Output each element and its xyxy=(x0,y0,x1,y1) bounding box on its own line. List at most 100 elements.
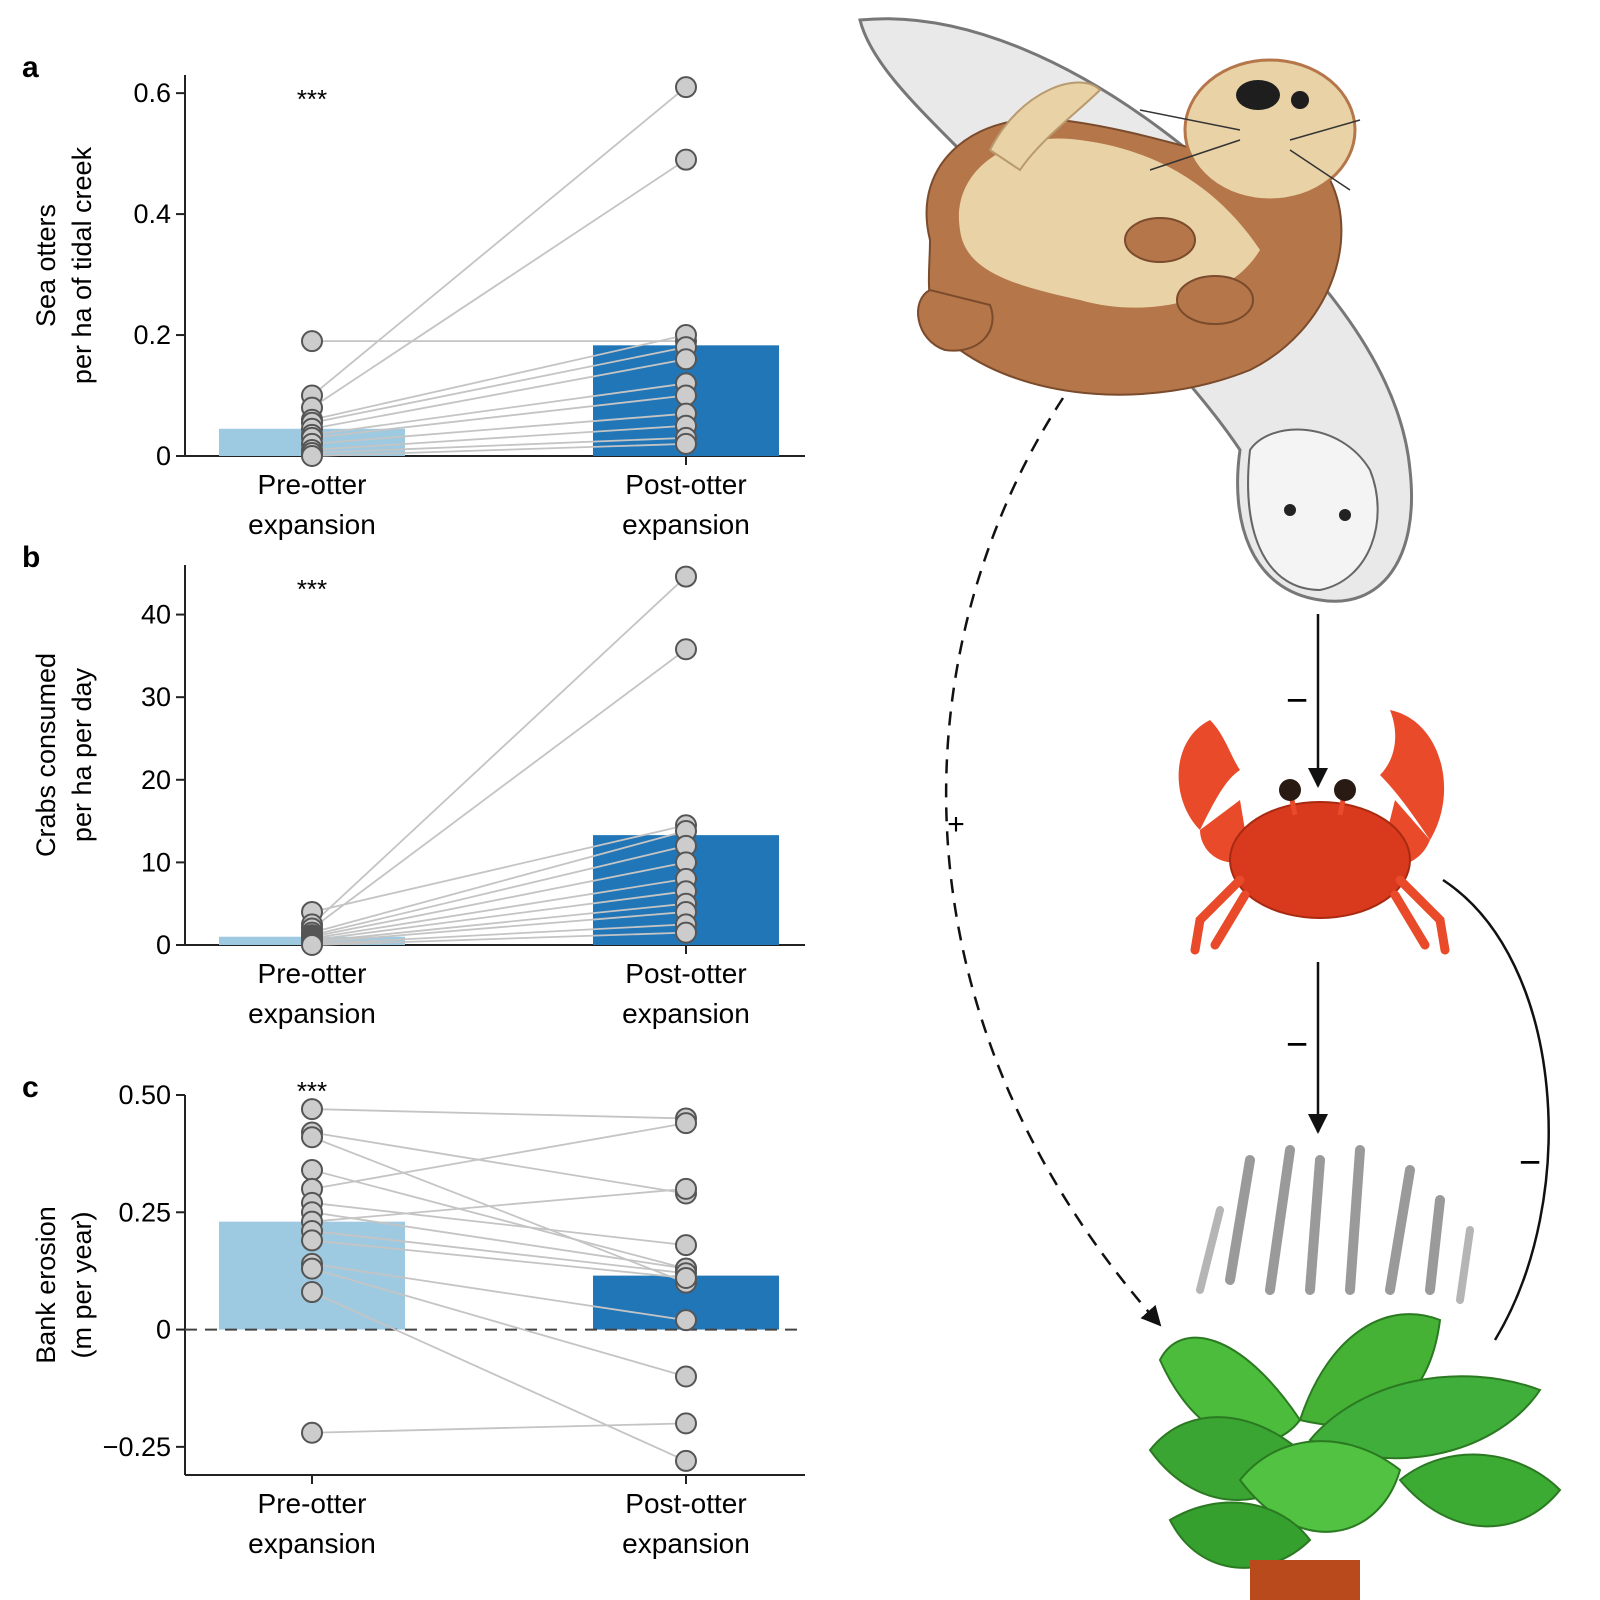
x-tick-label: expansion xyxy=(248,509,376,540)
paired-line xyxy=(311,878,687,940)
paired-line xyxy=(311,1187,687,1223)
paired-line xyxy=(311,443,687,457)
paired-line xyxy=(311,1422,687,1434)
significance-marker: *** xyxy=(297,84,327,114)
paired-line xyxy=(311,436,687,454)
data-point-pre xyxy=(301,1229,323,1252)
data-point-post xyxy=(675,1234,697,1257)
data-point-pre xyxy=(301,330,323,353)
sea-otter-illustration xyxy=(858,17,1413,603)
data-point-post xyxy=(675,1266,697,1289)
data-point-post xyxy=(675,1309,697,1332)
paired-line xyxy=(311,1202,687,1247)
y-axis-label: per ha of tidal creek xyxy=(67,146,97,384)
data-point-post xyxy=(675,638,697,661)
paired-line xyxy=(311,86,687,397)
y-tick-label: 0 xyxy=(156,441,171,471)
x-tick-label: Pre-otter xyxy=(258,958,367,989)
y-tick-label: 20 xyxy=(141,765,171,795)
y-tick-label: 0.4 xyxy=(133,199,171,229)
y-axis-label: (m per year) xyxy=(67,1211,97,1358)
food-web-diagram: − − − + xyxy=(858,17,1562,1600)
paired-line xyxy=(311,890,687,941)
paired-line xyxy=(311,1211,687,1270)
paired-line xyxy=(311,575,687,926)
marsh-plant-illustration xyxy=(1148,1145,1562,1600)
y-axis-label: Sea otters xyxy=(31,204,61,327)
paired-line xyxy=(311,334,687,421)
data-point-post xyxy=(675,921,697,944)
paired-line xyxy=(311,1122,687,1190)
x-tick-label: expansion xyxy=(248,998,376,1029)
paired-line xyxy=(311,923,687,946)
y-tick-label: 0 xyxy=(156,1315,171,1345)
paired-line xyxy=(311,158,687,409)
data-point-post xyxy=(675,348,697,371)
x-tick-label: expansion xyxy=(622,1528,750,1559)
panel-letter: b xyxy=(22,541,40,574)
data-point-pre xyxy=(301,1098,323,1121)
data-point-pre xyxy=(301,445,323,467)
paired-line xyxy=(311,1108,687,1120)
y-tick-label: 10 xyxy=(141,847,171,877)
paired-line xyxy=(311,1230,687,1275)
sign-otter-to-crab: − xyxy=(1286,680,1308,722)
paired-line xyxy=(311,1169,687,1270)
data-point-pre xyxy=(301,1257,323,1280)
data-point-pre xyxy=(301,934,323,956)
data-point-pre xyxy=(301,1126,323,1149)
data-point-post xyxy=(675,1412,697,1435)
y-tick-label: −0.25 xyxy=(103,1432,171,1462)
sign-crab-to-plant: − xyxy=(1286,1024,1308,1066)
paired-line xyxy=(311,902,687,943)
paired-line xyxy=(311,861,687,938)
x-tick-label: Post-otter xyxy=(625,958,746,989)
paired-line xyxy=(311,1291,687,1462)
y-tick-label: 0.2 xyxy=(133,320,171,350)
y-tick-label: 0 xyxy=(156,930,171,960)
y-axis-label: per ha per day xyxy=(67,667,97,842)
x-tick-label: Pre-otter xyxy=(258,469,367,500)
sign-crab-curve: − xyxy=(1519,1142,1541,1184)
y-tick-label: 0.25 xyxy=(118,1197,171,1227)
data-point-post xyxy=(675,1365,697,1388)
data-point-pre xyxy=(301,1159,323,1182)
data-point-post xyxy=(675,148,697,171)
data-point-post xyxy=(675,565,697,588)
paired-line xyxy=(311,346,687,424)
arrow-crab-curve xyxy=(1442,878,1550,1341)
data-point-post xyxy=(675,1177,697,1200)
crab-illustration xyxy=(1178,710,1450,955)
panel-letter: a xyxy=(22,51,39,84)
y-axis-label: Crabs consumed xyxy=(31,653,61,857)
arrow-otter-to-plant xyxy=(944,397,1162,1327)
y-tick-label: 40 xyxy=(141,600,171,630)
data-point-post xyxy=(675,432,697,455)
paired-line xyxy=(311,844,687,936)
y-tick-label: 0.50 xyxy=(118,1080,171,1110)
x-tick-label: Post-otter xyxy=(625,1488,746,1519)
paired-line xyxy=(311,648,687,930)
x-tick-label: Pre-otter xyxy=(258,1488,367,1519)
x-tick-label: expansion xyxy=(622,998,750,1029)
significance-marker: *** xyxy=(297,1076,327,1106)
paired-line xyxy=(311,824,687,913)
y-tick-label: 30 xyxy=(141,682,171,712)
paired-line xyxy=(311,382,687,436)
x-tick-label: Post-otter xyxy=(625,469,746,500)
paired-line xyxy=(311,412,687,445)
paired-line xyxy=(311,911,687,944)
significance-marker: *** xyxy=(297,574,327,604)
paired-line xyxy=(311,394,687,439)
sign-otter-to-plant: + xyxy=(947,808,965,841)
paired-line xyxy=(311,1267,687,1378)
paired-line xyxy=(311,1239,687,1279)
data-point-pre xyxy=(301,1281,323,1304)
paired-line xyxy=(311,830,687,934)
panel-letter: c xyxy=(22,1071,39,1104)
data-point-post xyxy=(675,76,697,99)
data-point-post xyxy=(675,384,697,407)
x-tick-label: expansion xyxy=(248,1528,376,1559)
y-tick-label: 0.6 xyxy=(133,78,171,108)
